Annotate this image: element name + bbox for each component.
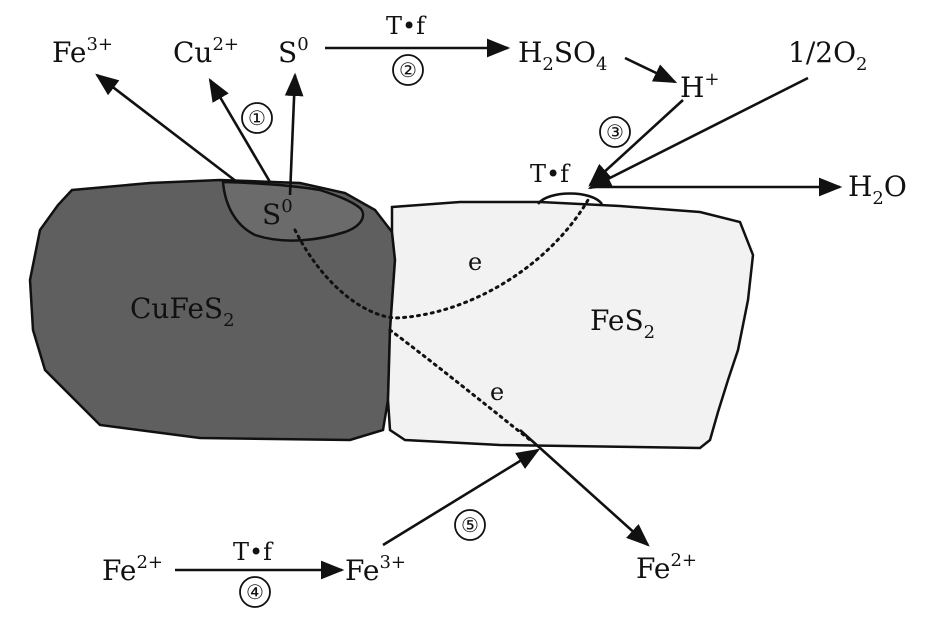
pyrite-surface-site: [536, 192, 604, 205]
fe2-bottom-right-label: Fe2+: [636, 550, 697, 585]
electron-path-upper: [293, 198, 590, 320]
tf-label-step2: T•f: [386, 12, 427, 40]
oxygen-label: 1/2O2: [788, 36, 867, 75]
pyrite-label: FeS2: [590, 304, 655, 343]
hplus-label: H+: [680, 69, 720, 104]
fe2-bottom-left-label: Fe2+: [102, 552, 163, 587]
fe3-top-label: Fe3+: [52, 34, 113, 69]
fe2-release-arrow: [519, 429, 650, 547]
svg-text:③: ③: [606, 120, 624, 144]
tf-label-step4: T•f: [233, 538, 274, 566]
s0-top-label: S0: [278, 34, 309, 69]
electron-path-lower: [388, 328, 532, 442]
fe3-release-arrow: [95, 73, 238, 184]
chalcopyrite-label: CuFeS2: [130, 292, 235, 331]
water-label: H2O: [848, 170, 907, 209]
o2-to-surface-arrow: [587, 76, 809, 190]
step-5-marker: ⑤: [454, 509, 486, 541]
tf-label-step3: T•f: [530, 160, 571, 188]
step-1-marker: ①: [241, 102, 273, 134]
step-4-marker: ④: [239, 576, 271, 608]
h2so4-label: H2SO4: [518, 36, 607, 75]
fe3-bottom-label: Fe3+: [345, 552, 406, 587]
step-2-marker: ②: [392, 54, 424, 86]
h2so4-to-hplus-arrow: [624, 56, 678, 84]
cu2-release-arrow: [208, 77, 272, 183]
fe3-to-surface-arrow: [382, 448, 540, 547]
step-3-marker: ③: [599, 116, 631, 148]
svg-text:④: ④: [246, 580, 264, 604]
sulfur-layer: [221, 180, 365, 242]
electron-label-lower: e: [490, 378, 504, 406]
s0-release-arrow: [284, 72, 304, 196]
svg-text:②: ②: [399, 58, 417, 82]
svg-text:⑤: ⑤: [461, 513, 479, 537]
electron-label-upper: e: [468, 248, 482, 276]
cu2-top-label: Cu2+: [173, 34, 239, 69]
pyrite-grain: [386, 200, 755, 450]
svg-text:①: ①: [248, 106, 266, 130]
surface-sulfur-label: S0: [262, 196, 293, 231]
